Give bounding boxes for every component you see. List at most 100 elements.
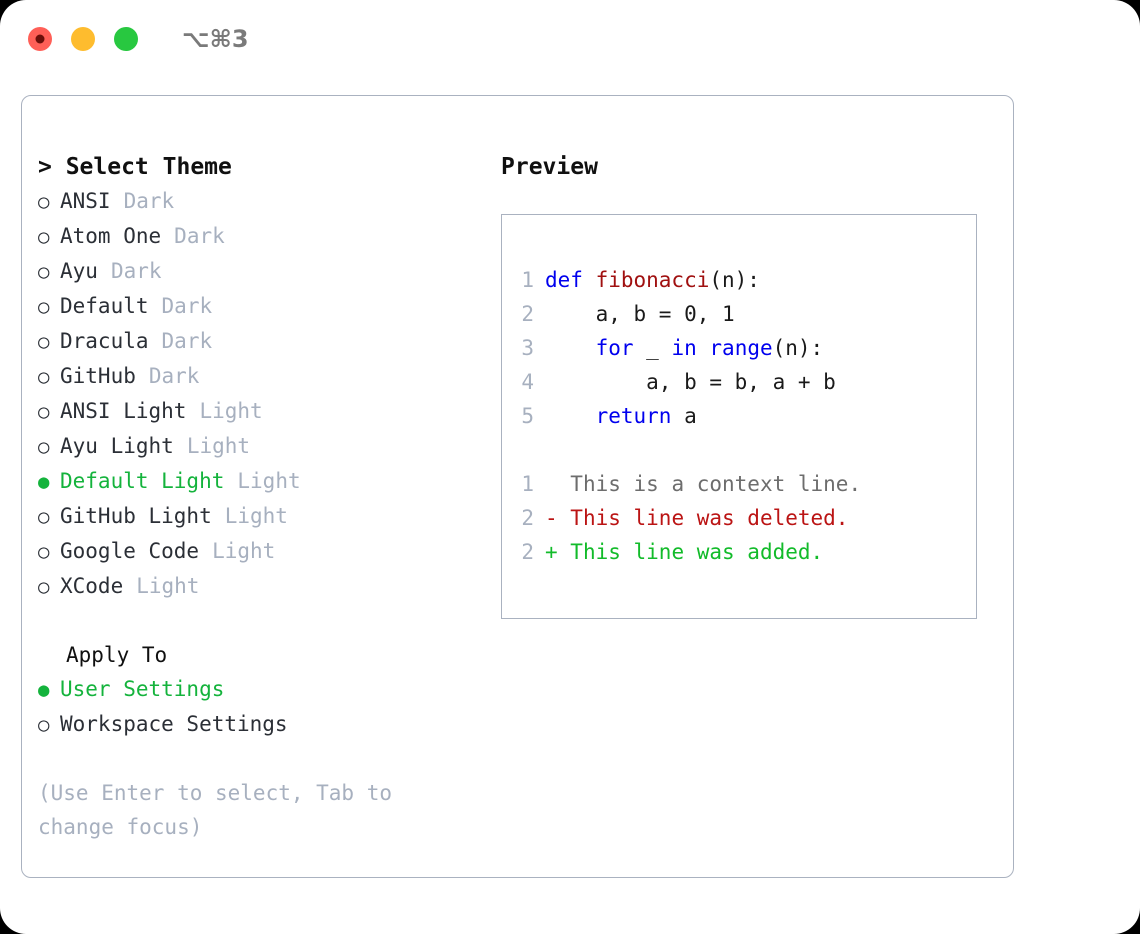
keyboard-hint: (Use Enter to select, Tab to change focu… — [38, 781, 405, 839]
diff-line-del: 2- This line was deleted. — [516, 501, 970, 535]
theme-variant-tag: Light — [212, 539, 276, 563]
theme-option-github[interactable]: ○ GitHub Dark — [38, 359, 488, 394]
list-spacer — [38, 604, 488, 638]
select-theme-header: > Select Theme — [38, 154, 232, 180]
theme-variant-tag: Dark — [161, 329, 213, 353]
diff-line-ctx: 1 This is a context line. — [516, 467, 970, 501]
theme-variant-tag: Light — [199, 399, 263, 423]
radio-unselected-icon: ○ — [38, 296, 50, 318]
preview-title: Preview — [501, 154, 598, 180]
code-token — [697, 336, 710, 360]
code-token: (n): — [772, 336, 824, 360]
apply-to-header: Apply To — [66, 643, 168, 667]
theme-name: Ayu — [60, 259, 98, 283]
line-number: 2 — [521, 506, 534, 530]
theme-name: Default — [60, 294, 149, 318]
code-diff-gap — [516, 433, 970, 467]
diff-marker — [545, 472, 570, 496]
radio-selected-icon: ● — [38, 471, 50, 493]
line-number: 3 — [521, 336, 534, 360]
diff-marker: - — [545, 506, 571, 530]
code-token: return — [595, 404, 672, 428]
radio-selected-icon: ● — [38, 679, 50, 701]
diff-marker: + — [545, 540, 571, 564]
theme-name: GitHub Light — [60, 504, 212, 528]
theme-name: Google Code — [60, 539, 200, 563]
radio-unselected-icon: ○ — [38, 191, 50, 213]
code-line: 5 return a — [516, 399, 970, 433]
diff-line-add: 2 + This line was added. — [516, 535, 970, 569]
radio-unselected-icon: ○ — [38, 366, 50, 388]
code-token: def — [545, 268, 596, 292]
theme-name: ANSI Light — [60, 399, 187, 423]
code-line: 2 a, b = 0, 1 — [516, 297, 970, 331]
traffic-lights — [28, 27, 138, 51]
maximize-window-button[interactable] — [114, 27, 138, 51]
line-number: 5 — [521, 404, 534, 428]
line-number: 4 — [521, 370, 534, 394]
theme-variant-tag: Dark — [148, 364, 200, 388]
code-token: a, b = b, a + b — [545, 370, 836, 394]
code-token: _ — [633, 336, 672, 360]
theme-option-ansi[interactable]: ○ ANSI Dark — [38, 184, 488, 219]
theme-name: ANSI — [60, 189, 111, 213]
window-title: ⌥⌘3 — [182, 25, 249, 53]
apply-to-label: User Settings — [60, 677, 225, 701]
theme-variant-tag: Light — [224, 504, 288, 528]
line-number: 2 — [521, 302, 534, 326]
code-line: 4 a, b = b, a + b — [516, 365, 970, 399]
code-token: in — [671, 336, 697, 360]
code-line: 3 for _ in range(n): — [516, 331, 970, 365]
theme-variant-tag: Dark — [174, 224, 225, 248]
line-number: 1 — [521, 472, 534, 496]
minimize-window-button[interactable] — [71, 27, 95, 51]
theme-variant-tag: Light — [237, 469, 301, 493]
theme-name: GitHub — [60, 364, 136, 388]
code-token: a — [671, 404, 697, 428]
theme-variant-tag: Dark — [123, 189, 175, 213]
theme-name: XCode — [60, 574, 124, 598]
code-token — [545, 404, 596, 428]
diff-text: This line was deleted. — [570, 506, 849, 530]
theme-name: Atom One — [60, 224, 162, 248]
diff-lines: 1 This is a context line.2- This line wa… — [516, 467, 970, 569]
theme-name: Dracula — [60, 329, 149, 353]
diff-text: This line was added. — [570, 540, 824, 564]
line-number: 2 — [521, 540, 534, 564]
radio-unselected-icon: ○ — [38, 576, 50, 598]
radio-unselected-icon: ○ — [38, 436, 50, 458]
theme-option-ansi-light[interactable]: ○ ANSI Light Light — [38, 394, 488, 429]
theme-name: Default Light — [60, 469, 225, 493]
theme-variant-tag: Dark — [110, 259, 162, 283]
close-window-button[interactable] — [28, 27, 52, 51]
apply-to-option-user-settings[interactable]: ● User Settings — [38, 672, 488, 707]
theme-variant-tag: Light — [186, 434, 251, 458]
radio-unselected-icon: ○ — [38, 714, 50, 736]
theme-option-default-light[interactable]: ● Default Light Light — [38, 464, 488, 499]
code-token: fibonacci — [595, 268, 710, 292]
title-bar: ⌥⌘3 — [0, 0, 1140, 78]
apply-to-option-workspace-settings[interactable]: ○Workspace Settings — [38, 707, 488, 742]
code-token — [545, 336, 596, 360]
theme-option-xcode[interactable]: ○ XCode Light — [38, 569, 488, 604]
line-number: 1 — [521, 268, 534, 292]
code-token: range — [709, 336, 773, 360]
theme-variant-tag: Light — [136, 574, 200, 598]
radio-unselected-icon: ○ — [38, 401, 50, 423]
